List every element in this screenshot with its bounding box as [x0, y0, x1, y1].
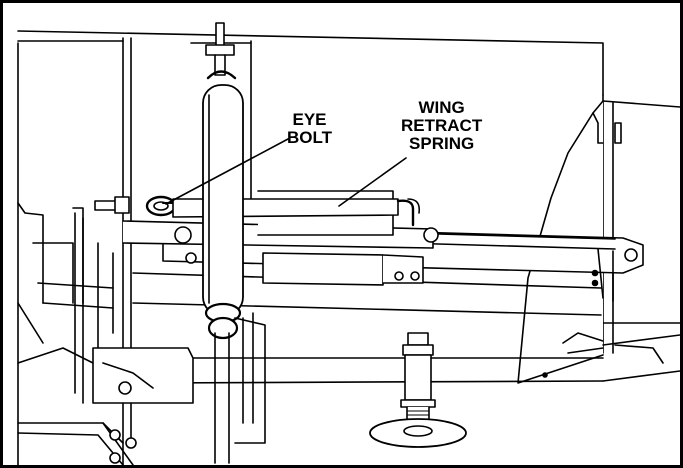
vertical-cylinder: [202, 22, 266, 464]
eye-bolt-callout-line-1: EYE: [292, 110, 327, 129]
eye-bolt-callout: EYE BOLT: [287, 111, 332, 147]
wing-retract-spring-callout-line-3: SPRING: [409, 134, 475, 153]
spring-leader: [338, 157, 407, 207]
wing-retract-spring-callout: WING RETRACT SPRING: [401, 99, 482, 153]
wing-retract-spring-callout-line-1: WING: [418, 98, 465, 117]
eye-bolt-callout-line-2: BOLT: [287, 128, 333, 147]
leader-lines: [165, 138, 407, 207]
left-linkage: [17, 202, 197, 465]
eye-bolt: [94, 195, 177, 217]
jack-stand: [369, 332, 467, 448]
eye-bolt-leader: [165, 138, 289, 205]
wing-retract-spring-callout-line-2: RETRACT: [401, 116, 483, 135]
mechanical-assembly-illustration: [17, 22, 680, 465]
